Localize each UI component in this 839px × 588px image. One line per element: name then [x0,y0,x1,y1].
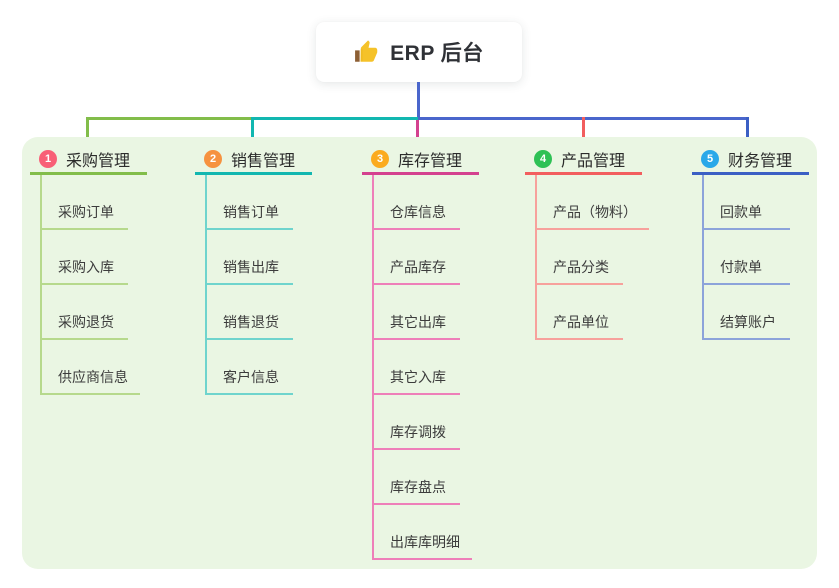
child-label: 结算账户 [720,314,776,330]
child-label: 销售订单 [223,204,279,220]
child-label: 采购订单 [58,204,114,220]
child-node[interactable]: 产品库存 [374,230,460,285]
root-label: ERP 后台 [390,42,484,65]
child-node[interactable]: 库存调拨 [374,395,460,450]
child-node[interactable]: 供应商信息 [42,340,140,395]
child-node[interactable]: 产品单位 [537,285,623,340]
branch-title-label: 采购管理 [66,152,131,170]
child-node[interactable]: 采购入库 [42,230,128,285]
branch-number-badge: 4 [534,149,552,168]
child-label: 付款单 [720,259,762,275]
branch-number-badge: 1 [39,149,57,168]
branch-drop-sales [251,117,254,146]
branch-children-inventory: 仓库信息 产品库存 其它出库 其它入库 库存调拨 库存盘点 出库库明细 [372,175,492,560]
child-node[interactable]: 出库库明细 [374,505,472,560]
child-node[interactable]: 销售出库 [207,230,293,285]
branch-children-finance: 回款单 付款单 结算账户 [702,175,822,340]
child-label: 客户信息 [223,369,279,385]
child-label: 回款单 [720,204,762,220]
branch-column-purchase: 1 采购管理 采购订单 采购入库 采购退货 供应商信息 [30,145,160,395]
child-label: 产品（物料） [553,204,637,220]
root-connector-line [417,82,420,120]
child-label: 采购入库 [58,259,114,275]
child-label: 其它出库 [390,314,446,330]
child-label: 采购退货 [58,314,114,330]
branch-children-sales: 销售订单 销售出库 销售退货 客户信息 [205,175,325,395]
child-node[interactable]: 销售退货 [207,285,293,340]
branch-column-sales: 2 销售管理 销售订单 销售出库 销售退货 客户信息 [195,145,325,395]
branch-header-sales[interactable]: 2 销售管理 [195,145,312,175]
child-label: 库存盘点 [390,479,446,495]
child-node[interactable]: 库存盘点 [374,450,460,505]
branch-drop-inventory [416,120,419,146]
thumbs-up-icon [354,39,380,65]
child-label: 销售退货 [223,314,279,330]
child-node[interactable]: 销售订单 [207,175,293,230]
branch-header-purchase[interactable]: 1 采购管理 [30,145,147,175]
child-node[interactable]: 采购订单 [42,175,128,230]
child-label: 其它入库 [390,369,446,385]
branch-number-badge: 2 [204,149,222,168]
child-label: 产品单位 [553,314,609,330]
child-node[interactable]: 采购退货 [42,285,128,340]
child-label: 库存调拨 [390,424,446,440]
branch-title-label: 库存管理 [398,152,463,170]
child-label: 供应商信息 [58,369,128,385]
branch-number-badge: 5 [701,149,719,168]
child-label: 产品库存 [390,259,446,275]
branch-number-badge: 3 [371,149,389,168]
branch-header-finance[interactable]: 5 财务管理 [692,145,809,175]
child-node[interactable]: 其它入库 [374,340,460,395]
branch-drop-finance [746,117,749,146]
root-node[interactable]: ERP 后台 [316,22,522,82]
branch-title-label: 产品管理 [561,152,626,170]
child-node[interactable]: 结算账户 [704,285,790,340]
branch-column-inventory: 3 库存管理 仓库信息 产品库存 其它出库 其它入库 库存调拨 库存盘点 出库库… [362,145,492,560]
branch-title-label: 财务管理 [728,152,793,170]
branch-header-product[interactable]: 4 产品管理 [525,145,642,175]
connector-segment-sales [252,117,419,120]
branch-title-label: 销售管理 [231,152,296,170]
branch-drop-purchase [86,117,89,146]
child-node[interactable]: 产品（物料） [537,175,649,230]
child-label: 仓库信息 [390,204,446,220]
child-label: 产品分类 [553,259,609,275]
branch-header-inventory[interactable]: 3 库存管理 [362,145,479,175]
child-node[interactable]: 付款单 [704,230,790,285]
branch-children-product: 产品（物料） 产品分类 产品单位 [535,175,655,340]
child-label: 销售出库 [223,259,279,275]
child-node[interactable]: 回款单 [704,175,790,230]
branch-column-finance: 5 财务管理 回款单 付款单 结算账户 [692,145,822,340]
child-node[interactable]: 客户信息 [207,340,293,395]
child-node[interactable]: 仓库信息 [374,175,460,230]
connector-segment-purchase [86,117,253,120]
branches-panel [22,137,817,569]
child-node[interactable]: 其它出库 [374,285,460,340]
child-label: 出库库明细 [390,534,460,550]
child-node[interactable]: 产品分类 [537,230,623,285]
branch-drop-product [582,117,585,146]
branch-children-purchase: 采购订单 采购入库 采购退货 供应商信息 [40,175,160,395]
branch-column-product: 4 产品管理 产品（物料） 产品分类 产品单位 [525,145,655,340]
